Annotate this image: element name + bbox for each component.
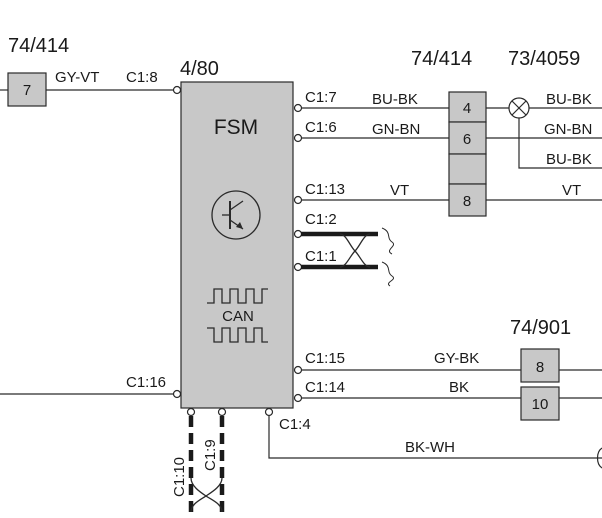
fsm-module — [180, 81, 294, 409]
wire-label-vt-right: VT — [562, 182, 581, 199]
can-label: CAN — [222, 308, 254, 325]
wire-label-bk-wh: BK-WH — [405, 439, 455, 456]
pin-label-c1-10: C1:10 — [171, 457, 188, 497]
pin-label-c1-14: C1:14 — [305, 379, 345, 396]
lamp-icon — [508, 97, 530, 119]
wire-label-gn-bn: GN-BN — [372, 121, 420, 138]
wire-label-bu-bk: BU-BK — [372, 91, 418, 108]
connector-901-id: 74/901 — [510, 317, 571, 339]
pin-label-c1-16: C1:16 — [126, 374, 166, 391]
right-connector-pin-4: 4 — [463, 100, 471, 117]
wire-label-gy-vt: GY-VT — [55, 69, 99, 86]
connector-901-pin-8: 8 — [536, 359, 544, 376]
wire-label-bk: BK — [449, 379, 469, 396]
twisted-pair-bottom-icon — [190, 477, 223, 513]
pin-label-c1-6: C1:6 — [305, 119, 337, 136]
lamp-id: 73/4059 — [508, 48, 580, 70]
twisted-pair-icon — [339, 227, 394, 287]
wire-label-vt: VT — [390, 182, 409, 199]
pin-label-c1-8: C1:8 — [126, 69, 158, 86]
right-connector-pin-8: 8 — [463, 193, 471, 210]
fsm-name: FSM — [214, 116, 258, 139]
left-connector-id: 74/414 — [8, 35, 69, 57]
pin-label-c1-7: C1:7 — [305, 89, 337, 106]
wire-label-bu-bk-lower: BU-BK — [546, 151, 592, 168]
can-bus-icon — [207, 288, 268, 343]
wire-bk-wh — [268, 416, 602, 459]
wire-label-gy-bk: GY-BK — [434, 350, 479, 367]
wire-label-bu-bk-lamp: BU-BK — [546, 91, 592, 108]
right-connector-id: 74/414 — [411, 48, 472, 70]
wire-label-gn-bn-right: GN-BN — [544, 121, 592, 138]
pin-label-c1-4: C1:4 — [279, 416, 311, 433]
pin-label-c1-1: C1:1 — [305, 248, 337, 265]
connector-901 — [520, 348, 560, 421]
pin-label-c1-15: C1:15 — [305, 350, 345, 367]
transistor-icon — [211, 190, 261, 240]
pin-label-c1-13: C1:13 — [305, 181, 345, 198]
left-connector-pin: 7 — [23, 82, 31, 99]
right-connector-pin-6: 6 — [463, 131, 471, 148]
connector-901-pin-10: 10 — [532, 396, 549, 413]
pin-label-c1-2: C1:2 — [305, 211, 337, 228]
wire-bu-bk-lower — [518, 118, 602, 169]
fsm-id: 4/80 — [180, 58, 219, 80]
pin-label-c1-9: C1:9 — [202, 439, 219, 471]
